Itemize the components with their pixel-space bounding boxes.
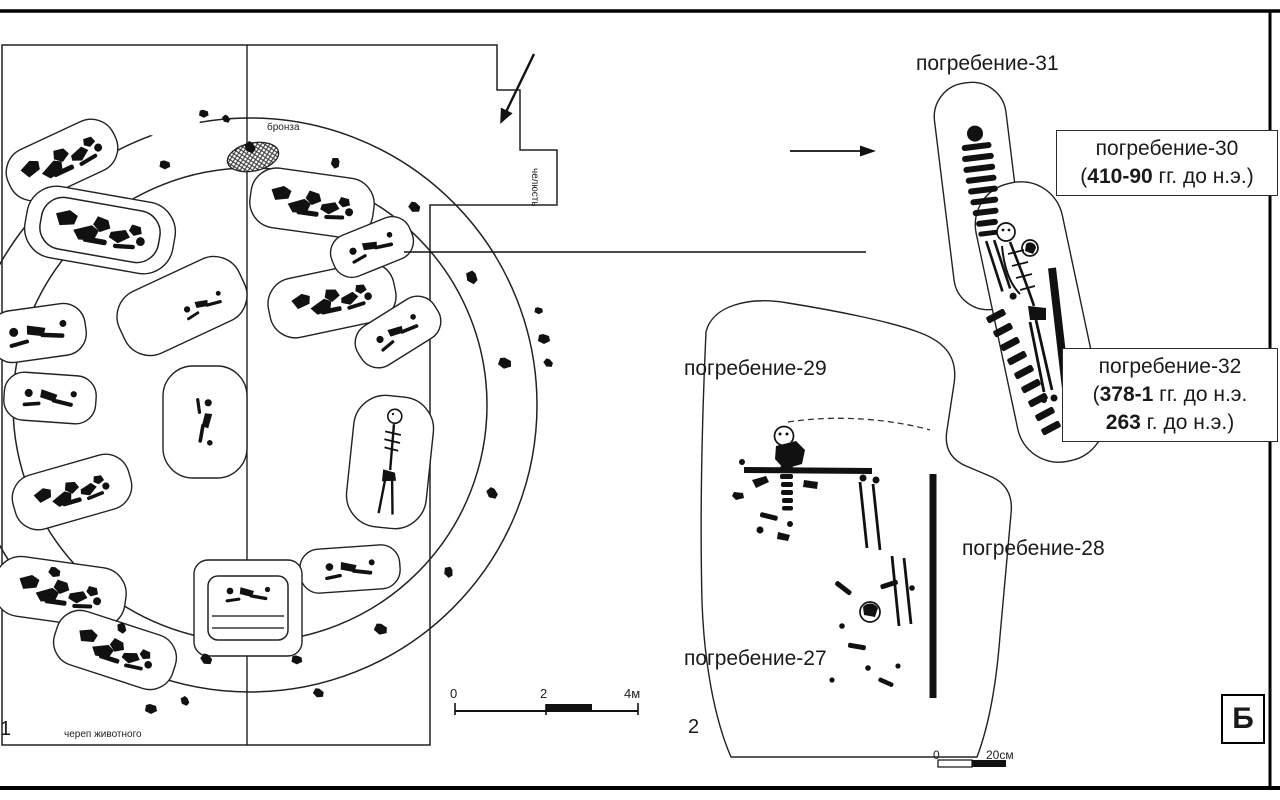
burial-pit — [3, 371, 97, 425]
scale-main-end: 4м — [624, 686, 641, 701]
excavation-boundary — [1, 44, 558, 746]
scale-detail-end: 20см — [986, 748, 1014, 762]
annotation-jaw: челюсть — [529, 168, 540, 207]
burial-32-dates2-bold: 263 — [1105, 410, 1141, 434]
scale-main-mid: 2 — [540, 686, 548, 701]
burial-pit — [5, 118, 119, 202]
burial-pit — [329, 215, 415, 279]
burial-32-dates2: 263 г. до н.э.) — [1071, 409, 1269, 437]
detail-pointer-arrow — [790, 145, 876, 157]
bone-band-burial-28 — [986, 308, 1061, 436]
burial-pit — [354, 295, 442, 369]
scale-bar-main — [454, 703, 639, 715]
burial-32-dates-rest: гг. до н.э. — [1153, 382, 1248, 406]
burial-pit — [299, 544, 401, 594]
burial-32-title: погребение-32 — [1071, 353, 1269, 381]
burial-30-title-text: погребение-30 — [1095, 137, 1239, 160]
direction-arrow — [500, 53, 536, 124]
label-burial-27: погребение-27 — [684, 647, 827, 670]
panel-number-1: 1 — [0, 718, 12, 740]
burial-32-dates2-rest: г. до н.э.) — [1140, 410, 1235, 434]
burial-pit — [116, 255, 248, 357]
burial-pit — [0, 302, 88, 364]
burial-pit — [0, 555, 127, 629]
burial-30-dates-open: ( — [1080, 164, 1088, 188]
burial-30-title: погребение-30 — [1065, 135, 1269, 163]
skeleton-burial-30 — [961, 125, 1017, 300]
burial-30-dates: (410-90 гг. до н.э.) — [1065, 163, 1269, 191]
label-burial-29: погребение-29 — [684, 357, 827, 380]
burial-32-title-text: погребение-32 — [1098, 355, 1242, 378]
label-burial-28: погребение-28 — [962, 537, 1105, 560]
burial-pit — [345, 394, 435, 530]
burial-pit-stepped — [193, 559, 303, 657]
label-box-burial-30: погребение-30 (410-90 гг. до н.э.) — [1056, 130, 1278, 196]
kurgan-plan — [0, 44, 639, 746]
skeleton-burial-32 — [996, 222, 1058, 403]
burial-32-dates-bold: 378-1 — [1099, 382, 1154, 406]
panel-number-2: 2 — [688, 716, 700, 738]
burial-32-dates: (378-1 гг. до н.э. — [1071, 381, 1269, 409]
scale-detail-zero: 0 — [933, 748, 940, 762]
burial-pit — [249, 167, 375, 239]
annotation-bronze: бронза — [267, 122, 300, 133]
burial-pit — [11, 453, 133, 531]
burial-pit — [52, 609, 178, 691]
corner-letter-box: Б — [1221, 694, 1265, 744]
skeleton-burial-29 — [732, 425, 818, 541]
label-burial-31: погребение-31 — [916, 52, 1059, 75]
burial-pit — [23, 185, 177, 275]
bones-burials-27-28 — [829, 474, 915, 687]
annotation-animal-skull: череп животного — [64, 729, 142, 740]
burial-pit — [162, 365, 248, 479]
burial-pit — [267, 261, 397, 339]
label-box-burial-32: погребение-32 (378-1 гг. до н.э. 263 г. … — [1062, 348, 1278, 442]
scale-bar-detail — [937, 759, 1006, 768]
scale-main-zero: 0 — [450, 686, 458, 701]
burial-pits — [0, 118, 442, 691]
burial-32-dates-open: ( — [1092, 382, 1100, 406]
burial-30-dates-rest: гг. до н.э.) — [1152, 164, 1254, 188]
burial-30-dates-bold: 410-90 — [1087, 164, 1153, 188]
